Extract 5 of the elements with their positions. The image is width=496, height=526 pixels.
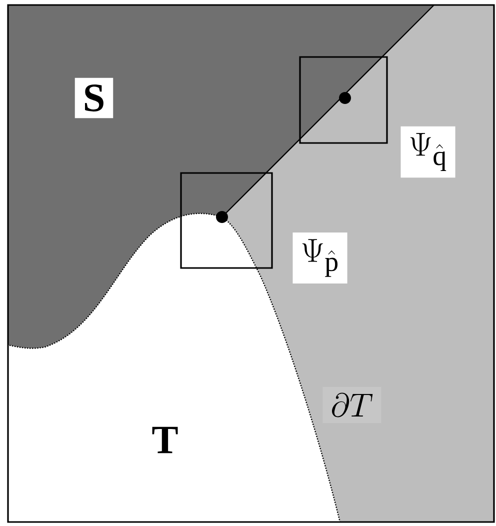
region-label: T: [152, 426, 178, 454]
boundary-label: $\partial T$: [322, 386, 382, 424]
point-label: $\Psi_{\hat{\mathrm{p}}}$: [292, 232, 348, 284]
region-label: S: [74, 78, 114, 118]
point-label: $\Psi_{\hat{\mathrm{q}}}$: [400, 126, 456, 178]
